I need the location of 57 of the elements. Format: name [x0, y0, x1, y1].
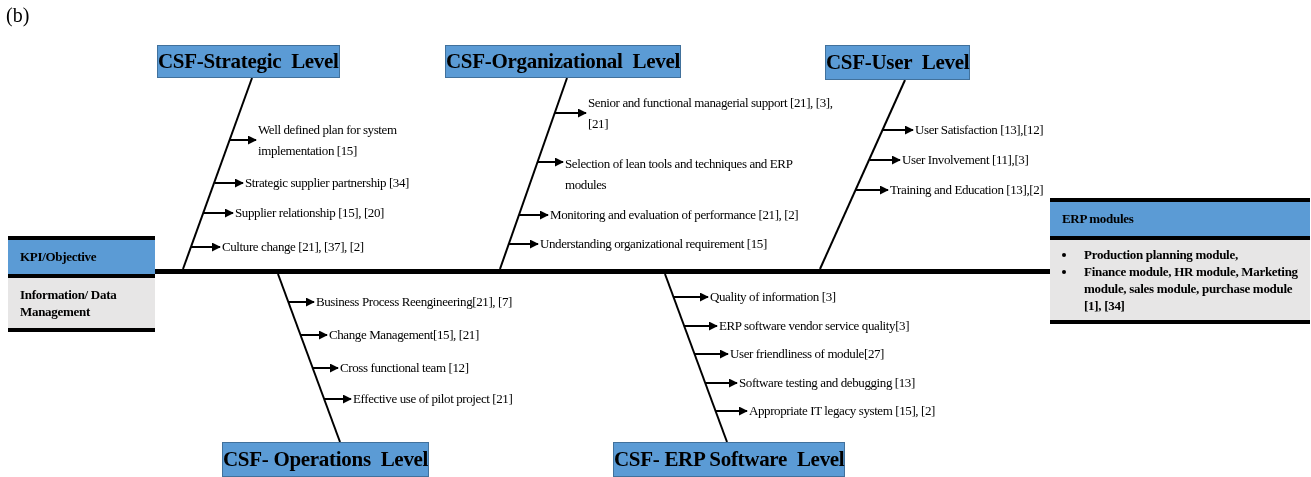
- factor-text: Change Management[15], [21]: [329, 327, 479, 343]
- arrow: [715, 406, 748, 416]
- factor-text: User Satisfaction [13],[12]: [915, 122, 1044, 138]
- arrow: [203, 208, 234, 218]
- level-header-box: CSF-Strategic Level: [157, 45, 340, 78]
- arrow: [554, 108, 587, 118]
- arrow: [855, 185, 889, 195]
- arrow: [869, 155, 901, 165]
- arrow: [694, 349, 729, 359]
- list-item: Finance module, HR module, Marketing module, sales module, purchase module [1], [34]: [1084, 264, 1298, 313]
- factor-text: Culture change [21], [37], [2]: [222, 239, 364, 255]
- arrow: [229, 135, 257, 145]
- arrow: [508, 239, 539, 249]
- factor-text: User Involvement [11],[3]: [902, 152, 1029, 168]
- factor-text: Business Process Reengineering[21], [7]: [316, 294, 512, 310]
- factor-text: Senior and functional managerial support [21], [3], [21]: [588, 92, 838, 134]
- spine-bar: [155, 269, 1050, 274]
- arrow: [518, 210, 549, 220]
- factor-text: Training and Education [13],[2]: [890, 182, 1044, 198]
- arrow: [312, 363, 339, 373]
- arrow: [882, 125, 914, 135]
- factor-text: Selection of lean tools and techniques and ERP modules: [565, 153, 805, 195]
- factor-text: Appropriate IT legacy system [15], [2]: [749, 403, 935, 419]
- arrow: [683, 321, 718, 331]
- arrow: [537, 157, 564, 167]
- table-heading: ERP modules: [1050, 198, 1310, 240]
- table-heading: KPI/Objective: [8, 236, 155, 278]
- arrow: [190, 242, 221, 252]
- factor-text: Strategic supplier partnership [34]: [245, 175, 409, 191]
- factor-text: Quality of information [3]: [710, 289, 836, 305]
- arrow: [214, 178, 244, 188]
- factor-text: Software testing and debugging [13]: [739, 375, 915, 391]
- arrow: [705, 378, 738, 388]
- arrow: [288, 297, 315, 307]
- factor-text: Well defined plan for system implementation [15]: [258, 119, 438, 161]
- factor-text: Effective use of pilot project [21]: [353, 391, 513, 407]
- factor-text: User friendliness of module[27]: [730, 346, 885, 362]
- factor-text: Cross functional team [12]: [340, 360, 469, 376]
- table-text: Information/ Data Management: [8, 278, 155, 332]
- level-header-box: CSF-Organizational Level: [445, 45, 681, 78]
- level-header-box: CSF- Operations Level: [222, 442, 430, 477]
- level-header-box: CSF-User Level: [825, 45, 971, 80]
- factor-text: Understanding organizational requirement [15]: [540, 236, 767, 252]
- arrow: [300, 330, 328, 340]
- bone-line: [499, 77, 568, 270]
- level-header-box: CSF- ERP Software Level: [613, 442, 846, 477]
- panel-label: (b): [6, 4, 30, 27]
- bone-line: [182, 77, 253, 270]
- arrow: [323, 394, 352, 404]
- bone-line: [819, 79, 906, 270]
- bone-line: [277, 273, 341, 443]
- factor-text: Monitoring and evaluation of performance [21], [2]: [550, 207, 799, 223]
- bone-line: [664, 273, 728, 443]
- list-item: Production planning module,: [1084, 247, 1238, 262]
- factor-text: ERP software vendor service quality[3]: [719, 318, 910, 334]
- arrow: [673, 292, 709, 302]
- factor-text: Supplier relationship [15], [20]: [235, 205, 384, 221]
